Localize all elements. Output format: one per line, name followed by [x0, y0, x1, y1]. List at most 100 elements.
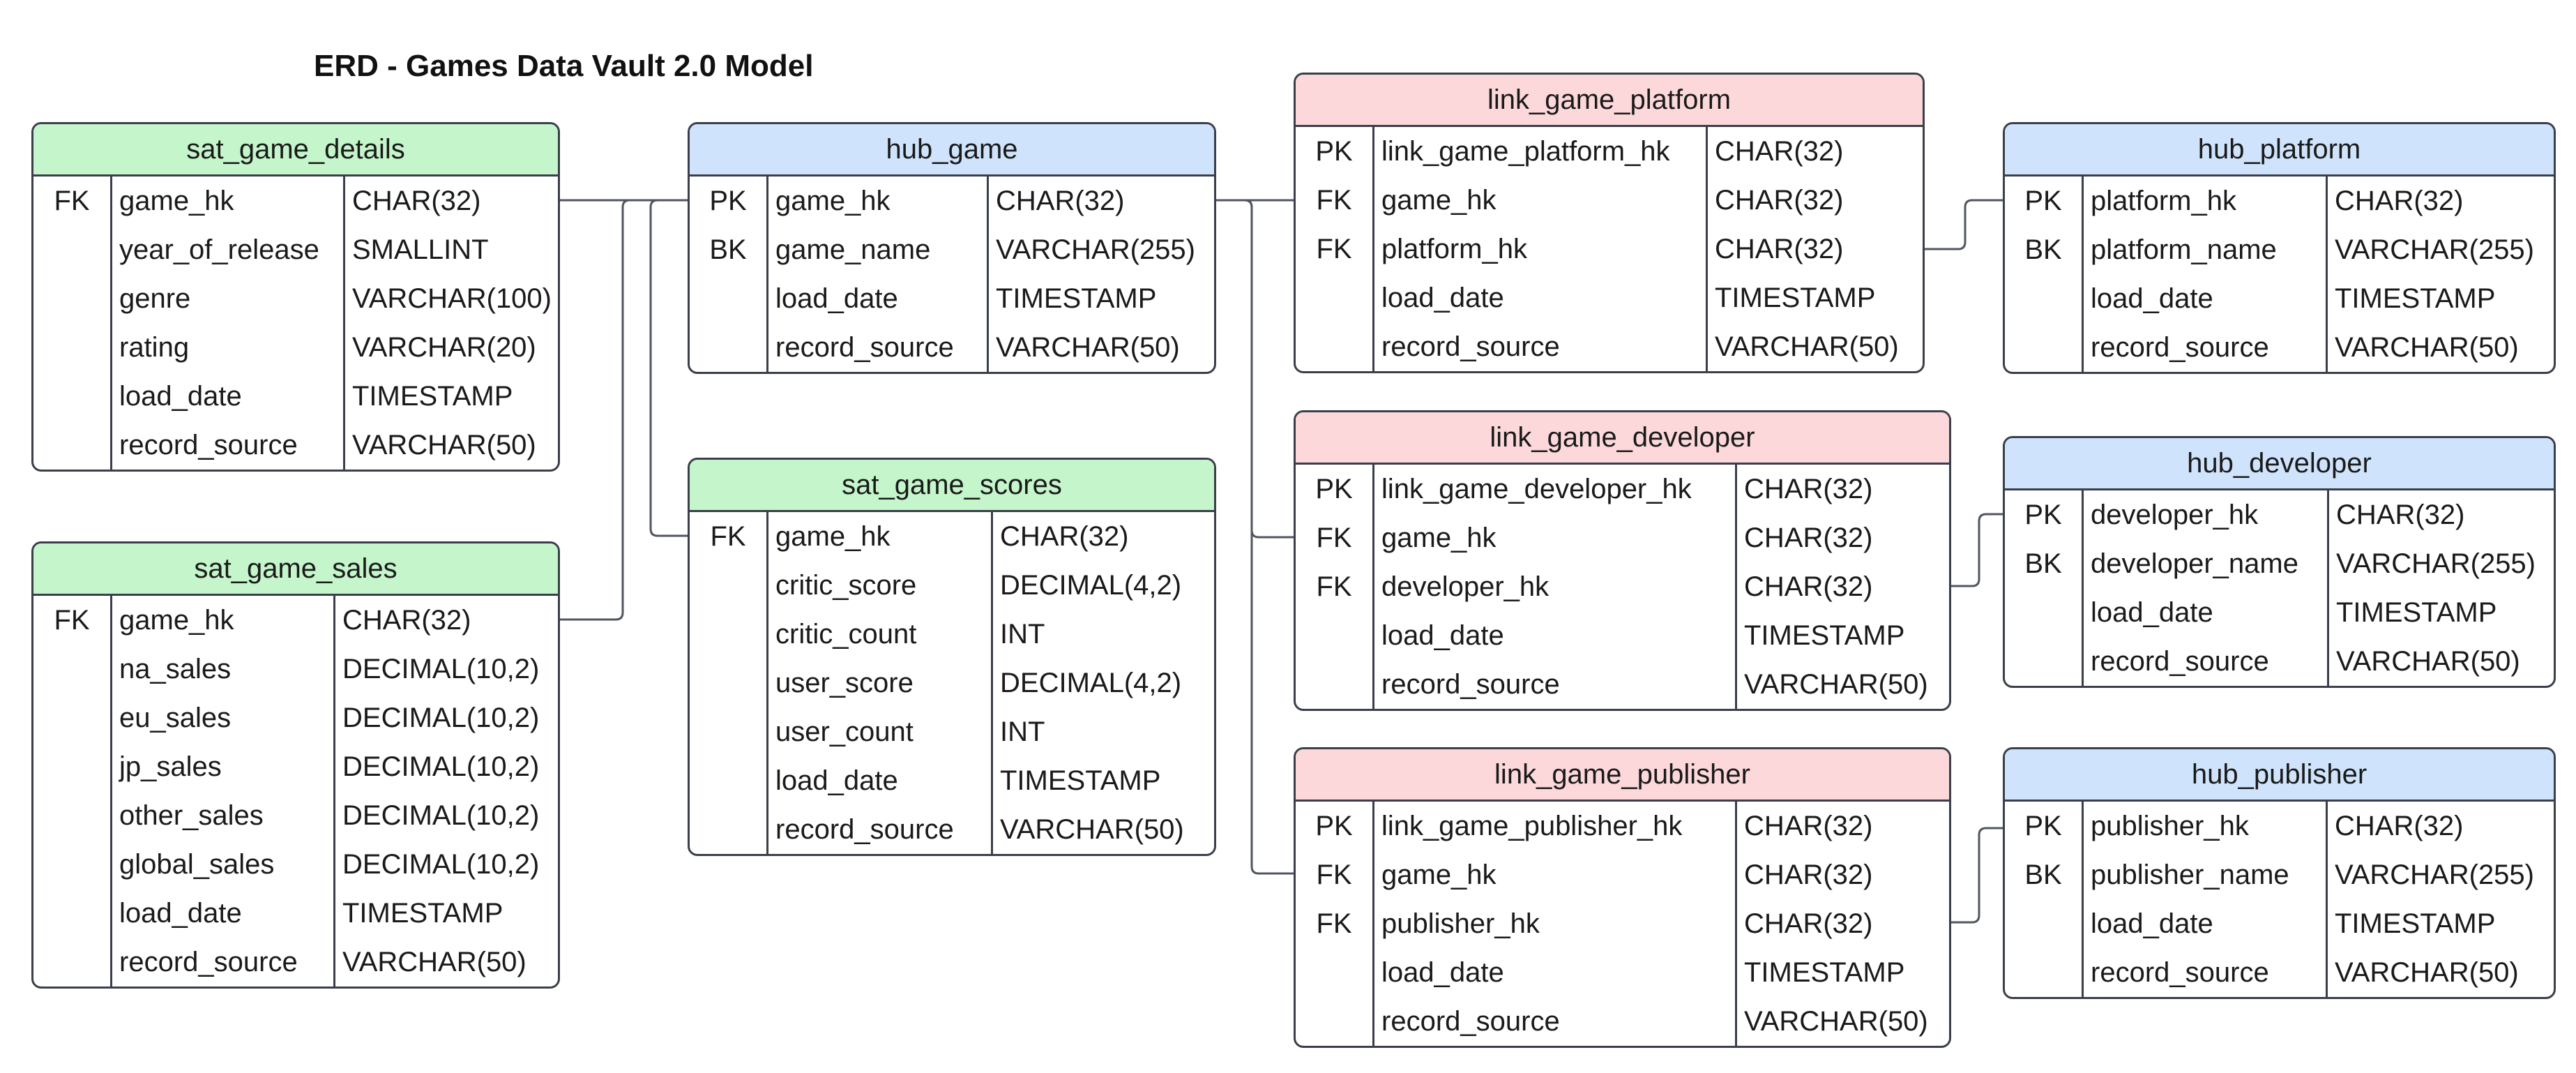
entity-header: hub_platform: [2005, 124, 2554, 177]
column-type: CHAR(32): [1744, 474, 1873, 504]
column-type: CHAR(32): [1744, 523, 1873, 553]
key-cell: [2005, 899, 2084, 948]
column-type: INT: [1000, 619, 1045, 650]
key-cell: [1296, 611, 1374, 660]
column-type: DECIMAL(10,2): [342, 654, 540, 684]
column-type: VARCHAR(50): [1000, 814, 1184, 845]
column-type: CHAR(32): [1715, 234, 1844, 264]
key-cell: FK: [1296, 562, 1374, 611]
column-type: SMALLINT: [352, 234, 489, 265]
connector-hub-game-link-developer: [1216, 199, 1294, 539]
column-type: TIMESTAMP: [2335, 908, 2496, 939]
entity-header: hub_developer: [2005, 438, 2554, 490]
column-type: CHAR(32): [996, 186, 1125, 216]
key-cell: [33, 938, 112, 986]
key-cell: [1296, 273, 1374, 322]
column-name: link_game_platform_hk: [1374, 127, 1708, 176]
key-cell: [690, 274, 768, 323]
connector-link-publisher-hub-publisher: [1951, 827, 2003, 924]
column-name: link_game_publisher_hk: [1374, 802, 1737, 850]
key-cell: PK: [1296, 802, 1374, 850]
key-cell: [33, 372, 112, 421]
column-name: developer_hk: [1374, 562, 1737, 611]
key-cell: FK: [1296, 899, 1374, 948]
key-cell: [2005, 323, 2084, 372]
column-name: record_source: [2084, 323, 2328, 372]
connector-hub-game-link-publisher: [1216, 199, 1294, 875]
key-cell: [690, 659, 768, 707]
column-name: record_source: [768, 805, 993, 854]
column-name: game_hk: [768, 177, 989, 225]
column-type: CHAR(32): [1715, 136, 1844, 167]
key-cell: [690, 610, 768, 659]
key-cell: [1296, 948, 1374, 997]
key-cell: [690, 707, 768, 756]
key-cell: [2005, 588, 2084, 637]
key-cell: [690, 805, 768, 854]
entity-header: link_game_publisher: [1296, 749, 1949, 802]
column-name: critic_score: [768, 561, 993, 610]
column-type: VARCHAR(50): [2335, 957, 2519, 988]
key-cell: [690, 323, 768, 372]
column-type: INT: [1000, 716, 1045, 747]
key-cell: PK: [1296, 127, 1374, 176]
column-type: TIMESTAMP: [1744, 957, 1905, 988]
key-cell: [33, 225, 112, 274]
column-type: CHAR(32): [2335, 186, 2464, 216]
column-type: TIMESTAMP: [1744, 620, 1905, 651]
column-type: CHAR(32): [342, 605, 471, 636]
column-name: load_date: [112, 889, 335, 938]
column-name: genre: [112, 274, 345, 323]
column-name: game_hk: [768, 512, 993, 561]
connector-link-platform-hub-platform: [1925, 199, 2003, 250]
column-name: platform_name: [2084, 225, 2328, 274]
entity-header: link_game_platform: [1296, 75, 1923, 127]
key-cell: [33, 421, 112, 470]
column-name: game_hk: [1374, 176, 1708, 225]
key-cell: BK: [2005, 225, 2084, 274]
column-type: VARCHAR(255): [2335, 234, 2534, 265]
column-type: TIMESTAMP: [1000, 765, 1161, 796]
column-type: TIMESTAMP: [2336, 597, 2497, 628]
key-cell: FK: [690, 512, 768, 561]
column-name: user_score: [768, 659, 993, 707]
column-name: game_hk: [1374, 850, 1737, 899]
column-type: DECIMAL(10,2): [342, 849, 540, 880]
column-type: CHAR(32): [1744, 811, 1873, 841]
key-cell: [33, 742, 112, 791]
column-name: load_date: [2084, 274, 2328, 323]
key-cell: [1296, 660, 1374, 709]
column-type: TIMESTAMP: [342, 898, 503, 929]
column-name: record_source: [2084, 948, 2328, 997]
column-type: TIMESTAMP: [352, 381, 513, 412]
column-name: game_hk: [1374, 513, 1737, 562]
